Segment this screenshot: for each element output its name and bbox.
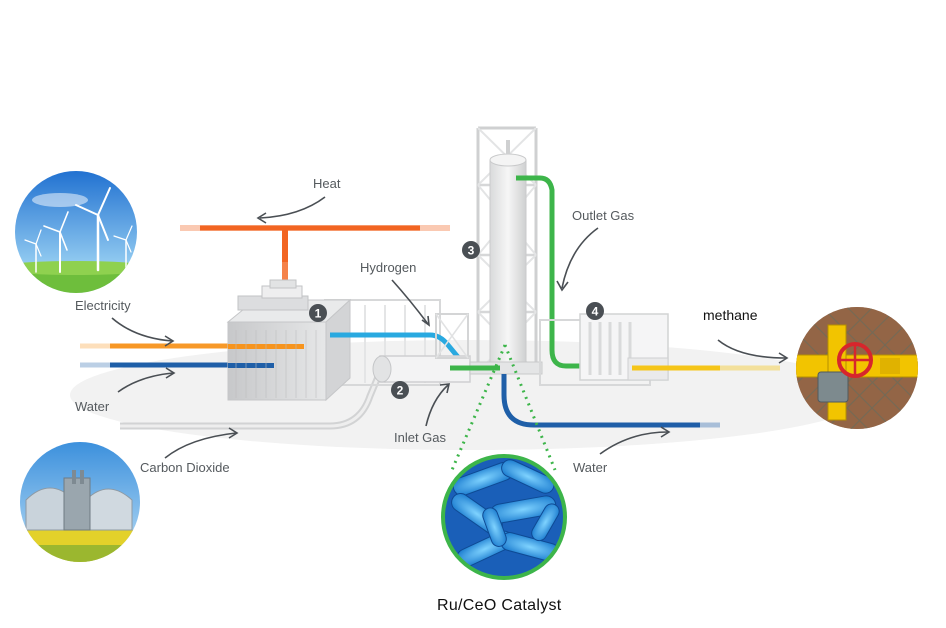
water-right-arrow	[599, 431, 669, 455]
water-inlet-label: Water	[75, 399, 110, 414]
electrolyser-unit	[226, 279, 441, 402]
catalyst-label: Ru/CeO Catalyst	[437, 597, 562, 614]
step-badge-3: 3	[462, 241, 480, 259]
svg-text:4: 4	[592, 305, 599, 319]
methane-arrow	[717, 339, 787, 359]
gas-pipeline-valve-image	[796, 307, 918, 429]
hydrogen-arrow	[391, 279, 429, 325]
svg-text:2: 2	[397, 384, 404, 398]
outlet-gas-arrow	[561, 227, 599, 289]
step-badge-4: 4	[586, 302, 604, 320]
outlet-gas-pipe	[516, 175, 580, 369]
svg-text:1: 1	[315, 307, 322, 321]
catalyst-microscope-image	[441, 454, 567, 580]
inlet-gas-label: Inlet Gas	[394, 430, 447, 445]
methanation-column	[469, 126, 543, 375]
water-outlet-label: Water	[573, 460, 608, 475]
wind-turbines-image	[15, 171, 137, 293]
heat-arrow	[259, 196, 326, 219]
co2-arrow	[164, 432, 237, 459]
co2-pipe	[120, 370, 384, 430]
heat-label: Heat	[313, 176, 341, 191]
carbon-dioxide-label: Carbon Dioxide	[140, 460, 230, 475]
step-badge-2: 2	[391, 381, 409, 399]
water-left-arrow	[117, 372, 174, 393]
electricity-arrow	[111, 317, 173, 342]
electricity-label: Electricity	[75, 298, 131, 313]
step-badge-1: 1	[309, 304, 327, 322]
gas-treatment-unit	[539, 313, 669, 386]
catalyst-callout	[450, 344, 557, 471]
annotation-arrows	[111, 196, 789, 459]
svg-text:3: 3	[468, 244, 475, 258]
outlet-gas-label: Outlet Gas	[572, 208, 635, 223]
inlet-gas-arrow	[425, 384, 449, 427]
water-outlet-pipe	[501, 374, 720, 428]
methane-label: methane	[703, 307, 758, 323]
hydrogen-pipe	[330, 332, 464, 364]
biogas-plant-image	[20, 442, 140, 562]
hydrogen-label: Hydrogen	[360, 260, 417, 275]
mixer-unit	[372, 313, 471, 383]
